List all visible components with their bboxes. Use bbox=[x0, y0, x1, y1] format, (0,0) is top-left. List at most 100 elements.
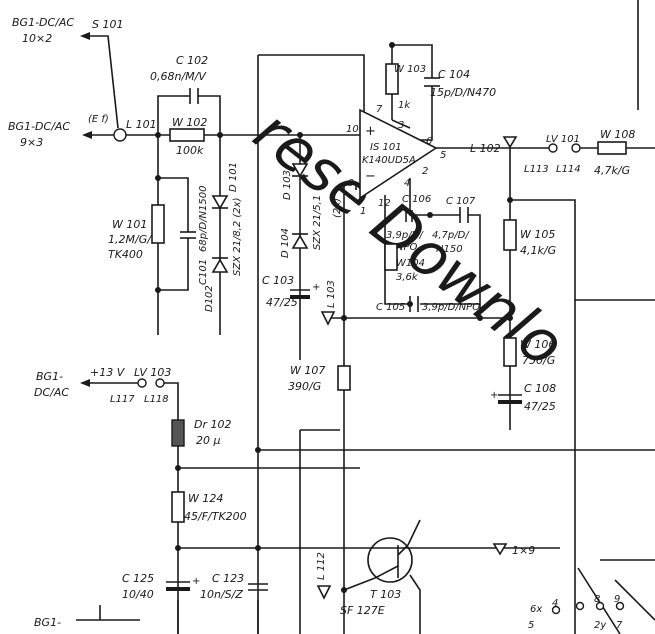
c123-capacitor bbox=[248, 583, 268, 591]
is101-opamp bbox=[359, 108, 438, 200]
label-c106-value: 3,9p/D/ bbox=[386, 230, 424, 241]
c103-capacitor: + bbox=[290, 282, 320, 299]
dr102-inductor bbox=[171, 419, 185, 447]
label-l112: L 112 bbox=[316, 552, 327, 580]
label-c104-value: 15p/D/N470 bbox=[430, 86, 496, 99]
label-w107: W 107 bbox=[290, 364, 325, 377]
w105-resistor bbox=[503, 219, 517, 251]
l113-terminal bbox=[548, 143, 558, 153]
label-d102: D102 bbox=[204, 285, 215, 312]
w124-resistor bbox=[171, 491, 185, 523]
label-w107-value: 390/G bbox=[288, 380, 321, 393]
label-l113: L113 bbox=[524, 164, 549, 175]
w103-resistor bbox=[385, 63, 399, 95]
label-pin1: 1 bbox=[360, 206, 366, 217]
opamp-plus: + bbox=[365, 124, 376, 139]
w108-resistor bbox=[597, 141, 627, 155]
label-c104: C 104 bbox=[438, 68, 470, 81]
label-w103: W 103 bbox=[394, 64, 426, 75]
c105-capacitor bbox=[409, 296, 419, 312]
label-c108: C 108 bbox=[524, 382, 556, 395]
l102-marker bbox=[502, 136, 518, 149]
label-s101-count: 10×2 bbox=[22, 32, 52, 45]
label-c102-value: 0,68n/M/V bbox=[150, 70, 207, 83]
count-marker bbox=[492, 543, 508, 556]
label-d101: D 101 bbox=[228, 162, 239, 192]
label-pin-4: 4 bbox=[552, 598, 558, 609]
d101-diode bbox=[211, 195, 229, 210]
label-d104: D 104 bbox=[280, 228, 291, 258]
label-pin7: 7 bbox=[376, 104, 383, 115]
d104-diode bbox=[291, 233, 309, 249]
label-c105-value: 3,9p/D/NPO bbox=[422, 302, 480, 313]
label-c123: C 123 bbox=[212, 572, 244, 585]
label-ef: (E f) bbox=[88, 114, 109, 125]
label-pin-5: 5 bbox=[528, 620, 534, 631]
label-c101-value: 68p/D/N1500 bbox=[198, 186, 209, 252]
label-c103-value: 47/25 bbox=[266, 296, 298, 309]
label-c125-value: 10/40 bbox=[122, 588, 154, 601]
label-c101: C101 bbox=[198, 259, 209, 285]
c101-capacitor bbox=[180, 231, 196, 239]
svg-text:+: + bbox=[490, 390, 498, 401]
label-bg1-dcac-1: BG1-DC/AC bbox=[12, 16, 74, 29]
label-w106: W 106 bbox=[520, 338, 555, 351]
label-t103-type: SF 127E bbox=[340, 604, 385, 617]
d103-diode bbox=[291, 163, 309, 178]
l112-marker bbox=[316, 585, 332, 600]
c108-capacitor: + bbox=[490, 390, 522, 404]
label-pin3: 3 bbox=[398, 120, 404, 131]
label-w101-value2: TK400 bbox=[108, 248, 143, 261]
label-c107: C 107 bbox=[446, 196, 476, 207]
l117-terminal bbox=[137, 378, 147, 388]
label-d101-value: SZX 21/8,2 (2x) bbox=[232, 198, 243, 277]
label-l118: L118 bbox=[144, 394, 169, 405]
label-is101: IS 101 bbox=[370, 142, 402, 153]
label-c106: C 106 bbox=[402, 194, 431, 205]
label-is101-type: K140UD5A bbox=[362, 155, 416, 166]
label-w102: W 102 bbox=[172, 116, 207, 129]
label-bg1-dcac-3a: BG1- bbox=[36, 370, 63, 383]
label-pin-2y: 2y bbox=[594, 620, 607, 631]
label-c107-value: 4,7p/D/ bbox=[432, 230, 470, 241]
label-l101: L 101 bbox=[126, 118, 157, 131]
pin-terminal-8 bbox=[595, 601, 605, 611]
labels: BG1-DC/AC 10×2 S 101 BG1-DC/AC 9×3 (E f)… bbox=[8, 16, 635, 631]
label-w108-value: 4,7k/G bbox=[594, 164, 630, 177]
pin-terminal-9 bbox=[615, 601, 625, 611]
label-d103-value: SZX 21/5,1 bbox=[312, 195, 323, 250]
label-lv101: LV 101 bbox=[546, 134, 580, 145]
w104-resistor bbox=[384, 243, 398, 271]
label-c106-value2: NPO bbox=[396, 242, 418, 253]
w106-resistor bbox=[503, 337, 517, 367]
l118-terminal bbox=[155, 378, 165, 388]
label-bg1-bottom: BG1- bbox=[34, 616, 61, 629]
label-w106-value: 750/G bbox=[522, 354, 555, 367]
label-d103: D 103 bbox=[282, 170, 293, 200]
pin-terminal-5 bbox=[551, 605, 561, 615]
bg1-supply-arrow bbox=[80, 379, 90, 387]
label-pin-8: 8 bbox=[594, 594, 600, 605]
t103-transistor bbox=[367, 537, 413, 583]
label-bg1-dcac-3b: DC/AC bbox=[34, 386, 69, 399]
label-w103-value: 1k bbox=[398, 100, 411, 111]
c104-capacitor bbox=[424, 77, 440, 87]
label-pin6: 6 bbox=[426, 136, 432, 147]
junction-dots bbox=[155, 42, 513, 593]
label-dr102: Dr 102 bbox=[194, 418, 232, 431]
label-c102: C 102 bbox=[176, 54, 208, 67]
l101-arrow bbox=[82, 131, 92, 139]
label-w101: W 101 bbox=[112, 218, 147, 231]
label-w105: W 105 bbox=[520, 228, 555, 241]
label-pin4: 4 bbox=[404, 178, 410, 189]
label-t103: T 103 bbox=[370, 588, 401, 601]
label-w108: W 108 bbox=[600, 128, 635, 141]
w101-resistor bbox=[151, 204, 165, 244]
l103-marker bbox=[320, 311, 336, 326]
label-count-1x9: 1×9 bbox=[512, 544, 535, 557]
label-w104: W104 bbox=[396, 258, 425, 269]
label-s101: S 101 bbox=[92, 18, 123, 31]
label-c123-value: 10n/S/Z bbox=[200, 588, 243, 601]
label-pin-7: 7 bbox=[616, 620, 623, 631]
label-13v: +13 V bbox=[90, 366, 126, 379]
